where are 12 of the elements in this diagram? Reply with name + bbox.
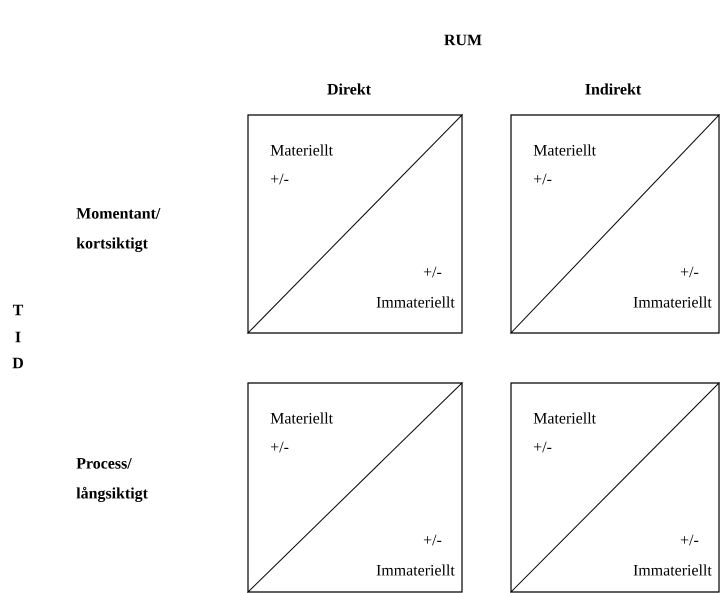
axis-heading: T — [12, 304, 24, 316]
row-heading: Process/ långsiktigt — [76, 458, 148, 502]
quadrant-box: Materiellt +/- +/- Immateriellt — [246, 114, 464, 334]
quadrant-box: Materiellt +/- +/- Immateriellt — [246, 382, 464, 593]
quadrant-box: Materiellt +/- +/- Immateriellt — [510, 114, 720, 334]
axis-heading: D — [12, 358, 23, 368]
axis-heading: Direkt — [327, 83, 371, 95]
axis-heading: Indirekt — [585, 83, 642, 95]
quadrant-box: Materiellt +/- +/- Immateriellt — [510, 382, 720, 593]
axis-heading: I — [15, 332, 21, 342]
axis-heading: RUM — [444, 34, 482, 46]
row-heading: Momentant/ kortsiktigt — [76, 208, 160, 252]
